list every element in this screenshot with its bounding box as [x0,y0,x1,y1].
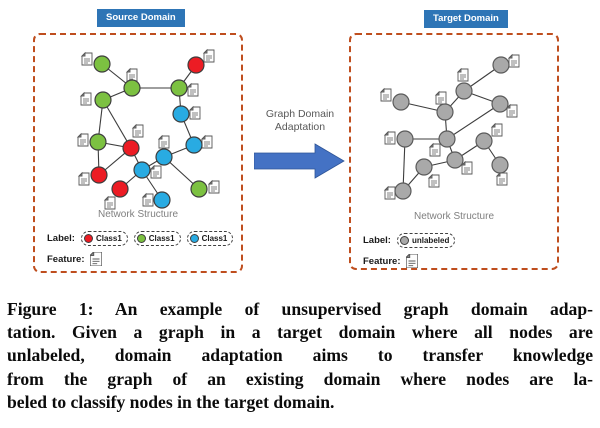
document-icon [186,82,199,97]
class-pill-label: Class1 [201,234,228,243]
caption-line: Figure 1: An example of unsupervised gra… [7,299,593,319]
document-icon [141,192,154,207]
graph-edge [402,138,406,192]
document-icon [200,134,213,149]
graph-node-cyan [153,191,171,209]
graph-node-green [123,79,141,97]
graph-node-gray [396,130,414,148]
document-icon [456,67,469,82]
red-class-dot [83,234,93,243]
graph-edge [446,103,501,140]
graph-node-gray [438,130,456,148]
document-icon [505,103,518,118]
adaptation-label-line2: Adaptation [274,121,326,133]
source-domain-badge: Source Domain [97,9,185,27]
caption-line: beled to classify nodes in the target do… [7,391,335,412]
class-pill-label: Class1 [95,234,122,243]
unlabeled-pill-label: unlabeled [411,236,450,245]
graph-node-green [93,55,111,73]
document-icon [202,48,215,63]
document-icon [490,122,503,137]
document-icon [149,164,162,179]
class-pill-label: Class1 [148,234,175,243]
document-icon [507,53,520,68]
feature-title: Feature: [47,253,85,265]
document-icon [80,51,93,66]
target-domain-badge: Target Domain [424,10,508,28]
arrow-shape [254,143,345,179]
document-icon [495,171,508,186]
graph-node-gray [492,56,510,74]
green-class-dot [136,234,146,243]
graph-node-gray [455,82,473,100]
graph-node-cyan [172,105,190,123]
target-feature-legend: Feature: [363,254,419,268]
label-title: Label: [363,235,391,246]
source-domain-panel: Network Structure Label: Class1 Class1 C… [33,33,243,273]
source-network-structure-label: Network Structure [97,209,179,220]
class-pill-cyan: Class1 [186,231,234,246]
document-icon [427,173,440,188]
graph-node-cyan [133,161,151,179]
figure-caption: Figure 1: An example of unsupervised gra… [7,298,593,414]
target-network-structure-label: Network Structure [413,211,495,222]
document-icon [406,254,419,268]
graph-node-gray [415,158,433,176]
graph-node-gray [491,95,509,113]
target-label-legend: Label: unlabeled [363,233,456,248]
graph-node-green [190,180,208,198]
cyan-class-dot [189,234,199,243]
document-icon [76,132,89,147]
document-icon [460,160,473,175]
target-domain-panel: Network Structure Label: unlabeled Featu… [349,33,559,270]
unlabeled-pill: unlabeled [396,233,456,248]
source-feature-legend: Feature: [47,252,103,266]
document-icon [90,252,103,266]
graph-node-green [94,91,112,109]
caption-line: unlabeled, domain adaptation aims to tra… [7,345,593,366]
caption-line: from the graph of an existing domain whe… [7,368,593,389]
adaptation-label-line1: Graph Domain [265,108,335,120]
document-icon [383,130,396,145]
label-title: Label: [47,233,75,244]
graph-node-green [170,79,188,97]
document-icon [207,179,220,194]
graph-domain-adaptation-label: Graph Domain Adaptation [247,108,353,134]
graph-node-red [187,56,205,74]
graph-node-red [122,139,140,157]
graph-node-gray [446,151,464,169]
gray-class-dot [399,236,409,245]
document-icon [379,87,392,102]
graph-node-cyan [185,136,203,154]
feature-title: Feature: [363,255,401,267]
document-icon [79,91,92,106]
source-graph [76,48,220,210]
graph-node-cyan [155,148,173,166]
class-pill-red: Class1 [80,231,128,246]
graph-node-gray [475,132,493,150]
caption-line: tation. Given a graph in a target domain… [7,322,593,343]
document-icon [125,67,138,82]
graph-node-gray [491,156,509,174]
graph-node-gray [394,182,412,200]
graph-node-gray [436,103,454,121]
document-icon [188,105,201,120]
document-icon [77,171,90,186]
graph-node-gray [392,93,410,111]
graph-edge [102,99,132,149]
source-label-legend: Label: Class1 Class1 Class1 [47,231,234,246]
document-icon [157,134,170,149]
document-icon [131,123,144,138]
graph-node-red [90,166,108,184]
document-icon [103,195,116,210]
class-pill-green: Class1 [133,231,181,246]
document-icon [434,90,447,105]
target-graph [379,53,520,200]
document-icon [428,142,441,157]
right-arrow-icon [254,143,345,179]
graph-node-green [89,133,107,151]
graph-node-red [111,180,129,198]
document-icon [383,185,396,200]
